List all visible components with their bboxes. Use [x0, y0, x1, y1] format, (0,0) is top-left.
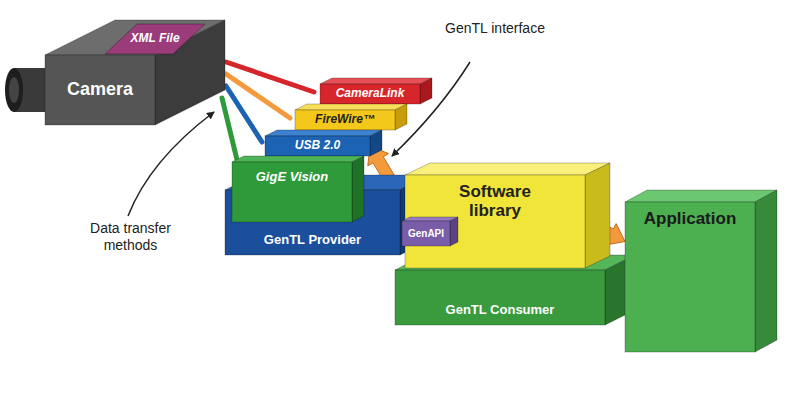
box-label: GenTL Provider: [264, 233, 361, 247]
box-face: Camera: [45, 55, 155, 125]
box-face: Application: [625, 202, 755, 352]
box-front: [232, 162, 352, 222]
transport-layer: USB 2.0: [265, 130, 382, 156]
box-label: Software library: [435, 183, 555, 220]
box-top: [625, 190, 777, 202]
box-front: [402, 221, 450, 246]
xml-file-face: XML File: [105, 22, 205, 54]
leader-line: [392, 62, 470, 156]
callout-label: GenTL interface: [440, 20, 550, 37]
application-box: Application: [625, 190, 777, 352]
box-face: CameraLink: [320, 84, 420, 104]
box-top: [402, 217, 458, 221]
data-ray: [226, 62, 314, 92]
box-side: [755, 190, 777, 352]
box-top: [320, 78, 432, 84]
box-label: Camera: [67, 80, 133, 100]
box-face: FireWire™: [295, 110, 395, 130]
xml-face: [105, 24, 205, 54]
box-top: [232, 156, 364, 162]
box-front: [295, 110, 395, 130]
box-side: [420, 78, 432, 104]
box-front: [395, 270, 605, 325]
box-front: [265, 136, 370, 156]
transport-layer: CameraLink: [320, 78, 432, 104]
box-label: USB 2.0: [295, 139, 340, 152]
box-face: GigE Vision: [232, 162, 352, 222]
box-side: [370, 130, 382, 156]
provider-base: GenTL ProviderCameraLinkFireWire™USB 2.0…: [225, 175, 430, 255]
callout-label: Data transfer methods: [68, 220, 193, 254]
box-side: [450, 217, 458, 246]
software-library-box: Software library: [405, 163, 610, 268]
box-label: FireWire™: [315, 113, 375, 126]
leader-line: [128, 112, 214, 216]
box-front: [45, 55, 155, 125]
camera-body: Camera XML File: [45, 20, 225, 125]
box-front: [625, 202, 755, 352]
box-top: [405, 163, 610, 175]
box-front: [320, 84, 420, 104]
data-ray: [226, 74, 290, 118]
box-top: [295, 104, 407, 110]
box-face: XML File: [125, 24, 185, 54]
box-label: Application: [644, 210, 737, 229]
box-side: [395, 104, 407, 130]
box-label: GigE Vision: [256, 170, 328, 184]
lens-inner: [9, 77, 19, 103]
box-face: USB 2.0: [265, 136, 370, 156]
box-top: [265, 130, 382, 136]
transport-layer: FireWire™: [295, 104, 407, 130]
genapi-box: GenAPI: [402, 217, 458, 246]
box-label: GenTL Consumer: [446, 303, 555, 317]
box-face: GenAPI: [402, 221, 450, 246]
box-label: XML File: [130, 32, 179, 45]
box-side: [352, 156, 364, 222]
box-label: GenAPI: [408, 228, 444, 239]
transport-layer: GigE Vision: [232, 156, 364, 222]
box-face: GenTL Consumer: [395, 270, 605, 325]
box-side: [585, 163, 610, 268]
box-shape: [232, 156, 364, 222]
lens-glass: [5, 68, 23, 112]
data-ray: [222, 98, 238, 164]
box-label: CameraLink: [336, 87, 405, 100]
consumer-base: GenTL ConsumerSoftware libraryGenAPI: [395, 255, 635, 325]
